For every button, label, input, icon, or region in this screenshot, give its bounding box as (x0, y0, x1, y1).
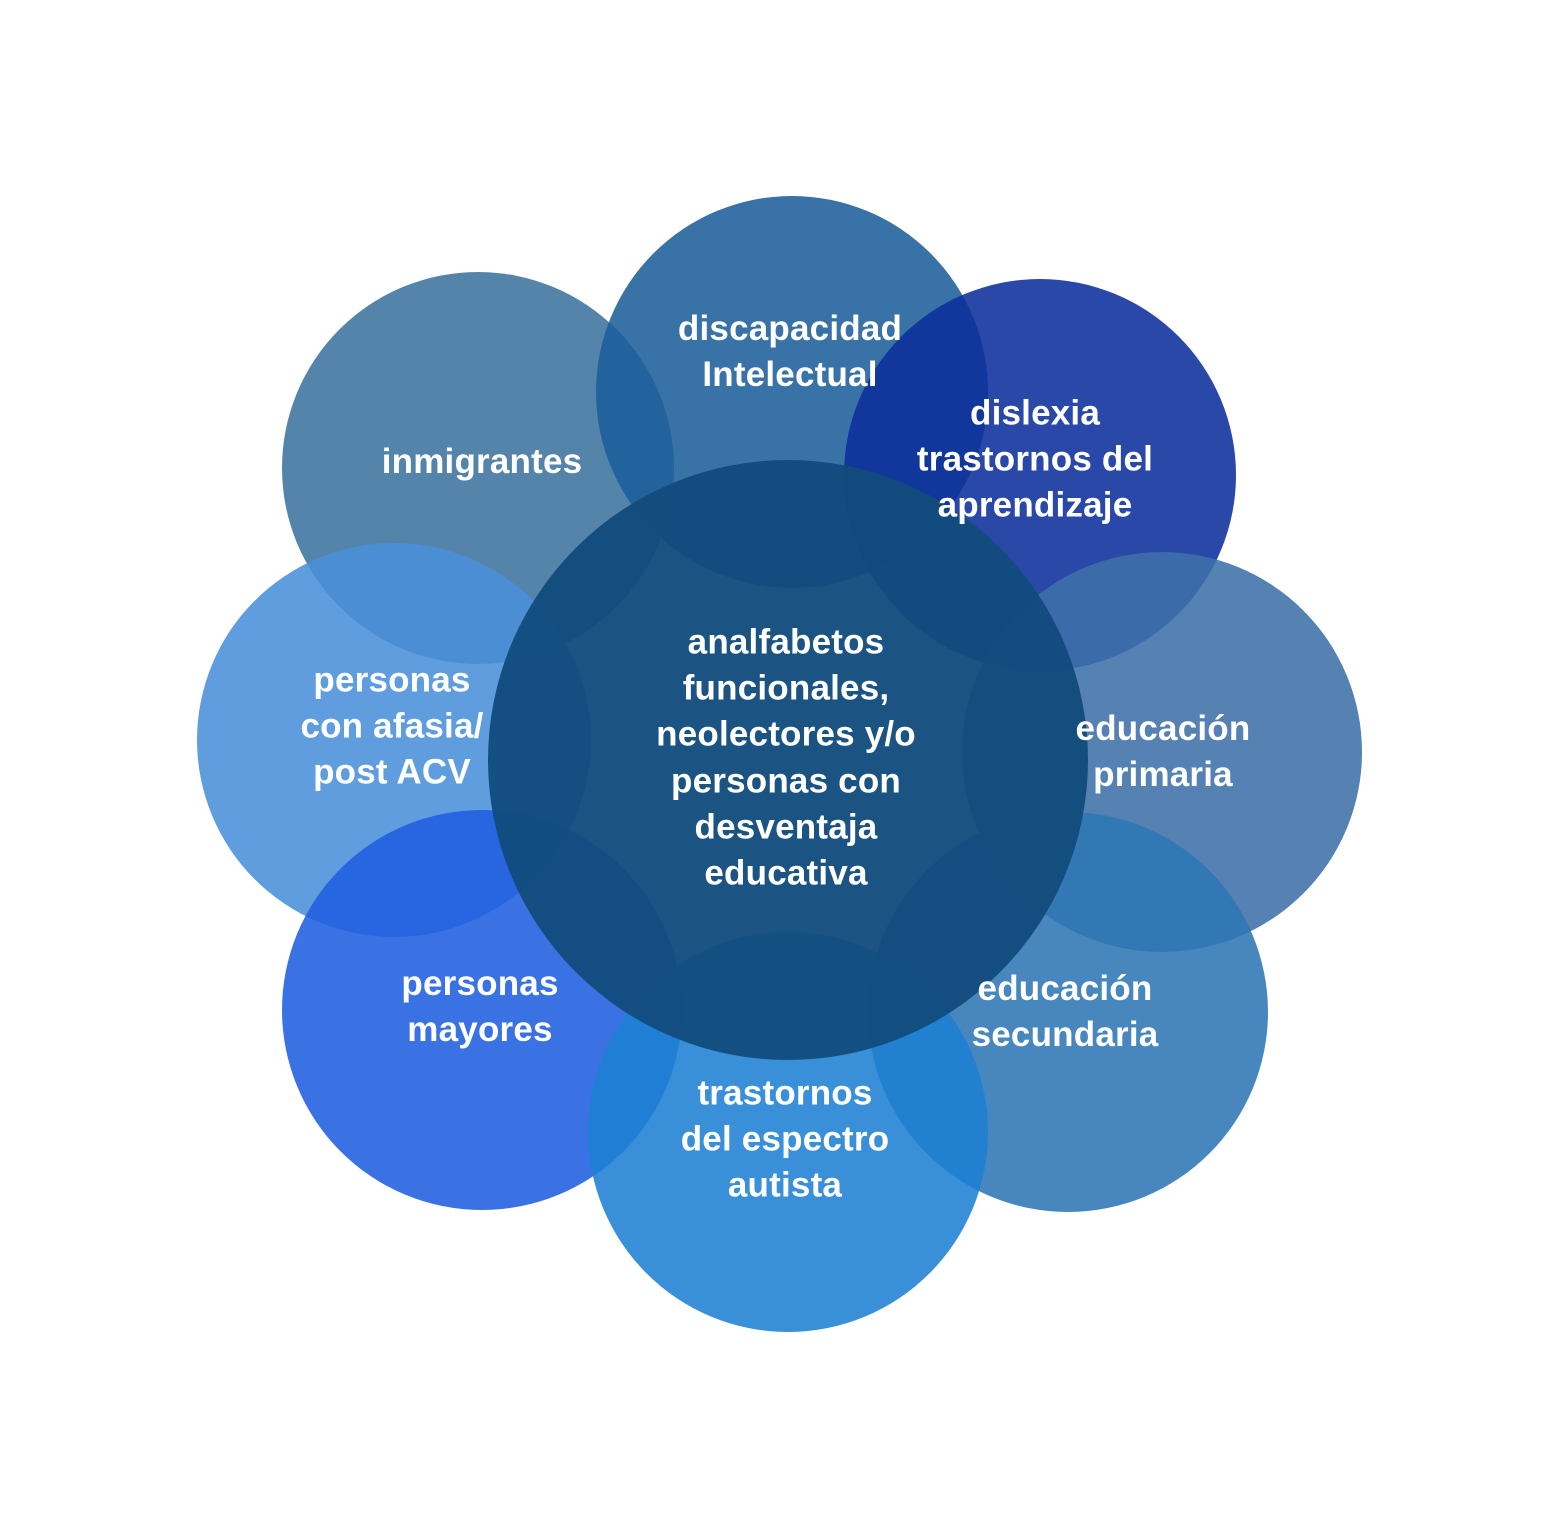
circle-center (488, 460, 1088, 1060)
circle-label-afasia-post-acv: personas con afasia/ post ACV (300, 660, 484, 793)
circle-label-espectro-autista: trastornos del espectro autista (680, 1073, 890, 1206)
center-label: analfabetos funcionales, neolectores y/o… (656, 622, 916, 893)
circle-label-inmigrantes: inmigrantes (381, 441, 583, 481)
circle-label-educacion-primaria: educación primaria (1075, 708, 1251, 794)
circle-label-educacion-secundaria: educación secundaria (971, 968, 1159, 1054)
circle-label-discapacidad-intelectual: discapacidad Intelectual (677, 308, 903, 394)
circle-label-dislexia-aprendizaje: dislexia trastornos del aprendizaje (916, 393, 1154, 526)
circle-label-personas-mayores: personas mayores (401, 963, 559, 1049)
